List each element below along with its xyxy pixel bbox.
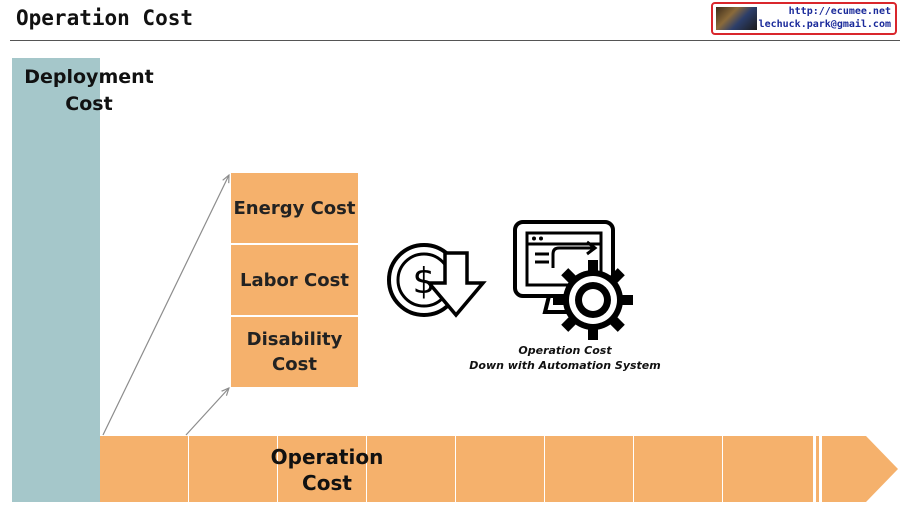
author-photo <box>716 7 757 30</box>
operation-segment <box>367 436 455 502</box>
dollar-down-icon: $ <box>387 243 487 318</box>
operation-segment <box>723 436 813 502</box>
energy-cost-box: Energy Cost <box>231 173 358 243</box>
svg-text:$: $ <box>413 261 436 302</box>
operation-cost-label: Operation Cost <box>270 445 384 495</box>
operation-segment <box>100 436 188 502</box>
operation-segment <box>545 436 633 502</box>
author-url[interactable]: http://ecumee.net <box>788 6 891 17</box>
page-title: Operation Cost <box>16 6 194 30</box>
operation-cost-band <box>100 436 898 502</box>
operation-segment <box>189 436 277 502</box>
author-badge: http://ecumee.net lechuck.park@gmail.com <box>711 2 897 35</box>
automation-caption: Operation Cost Down with Automation Syst… <box>450 343 680 373</box>
operation-segment <box>456 436 544 502</box>
connector-arrow-top <box>102 175 229 436</box>
connector-arrow-bottom <box>185 388 229 436</box>
monitor-gear-icon <box>513 220 633 340</box>
operation-segment <box>278 436 366 502</box>
operation-arrow-head <box>822 436 898 502</box>
automation-caption-line2: Down with Automation System <box>469 359 661 372</box>
labor-cost-box: Labor Cost <box>231 245 358 315</box>
operation-segment <box>634 436 722 502</box>
automation-caption-line1: Operation Cost <box>518 344 612 357</box>
disability-cost-box: Disability Cost <box>231 317 358 387</box>
deployment-cost-label: Deployment Cost <box>24 66 154 115</box>
author-email[interactable]: lechuck.park@gmail.com <box>758 19 891 30</box>
deployment-cost-bar <box>12 58 100 502</box>
title-divider <box>10 40 900 41</box>
operation-segment <box>816 436 819 502</box>
